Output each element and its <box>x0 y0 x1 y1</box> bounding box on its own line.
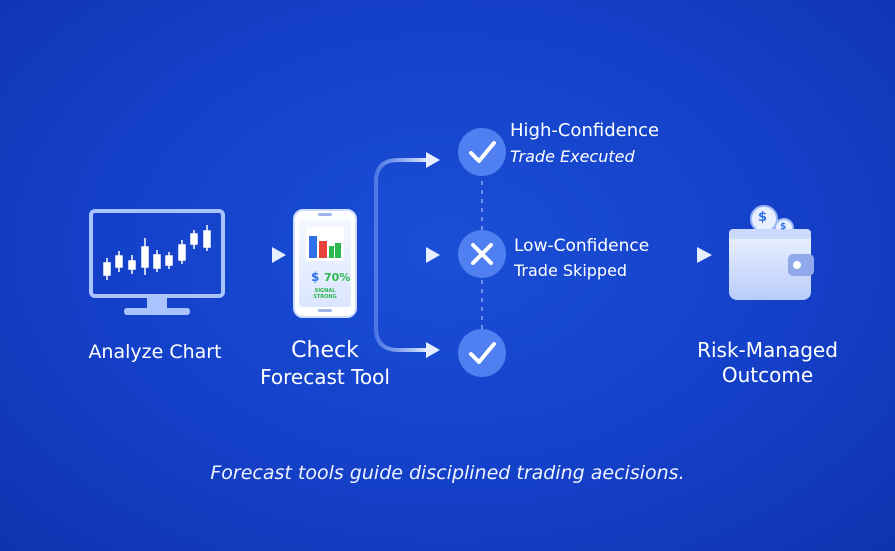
step-analyze-label: Analyze Chart <box>88 341 222 363</box>
branch-low-line1: Low-Confidence <box>514 236 650 256</box>
monitor-candlestick-icon <box>89 209 225 315</box>
branch-high-label: High-Confidence Trade Executed <box>510 117 659 170</box>
branch-arrows <box>358 158 428 352</box>
phone-subtext: SIGNAL STRONG <box>313 288 337 300</box>
x-icon <box>458 230 506 278</box>
wallet-icon <box>729 205 814 300</box>
step-outcome-line1: Risk-Managed <box>697 338 838 362</box>
step-outcome-label: Risk-Managed Outcome <box>680 338 855 388</box>
branch-low-line2: Trade Skipped <box>514 261 628 281</box>
coin-symbol-small: $ <box>780 222 787 232</box>
phone-confidence-value: 70% <box>324 271 351 284</box>
branch-high-line1: High-Confidence <box>510 120 660 141</box>
step-check-label: Check Forecast Tool <box>240 337 410 390</box>
branch-arrowheads <box>426 152 440 358</box>
arrow-to-outcome <box>640 247 712 263</box>
step-check-line1: Check <box>291 338 359 363</box>
branch-low-label: Low-Confidence Trade Skipped <box>514 233 649 284</box>
phone-currency-symbol: $ <box>311 270 320 284</box>
arrow-to-forecast <box>228 247 286 263</box>
checkmark-icon <box>458 128 506 176</box>
coin-symbol: $ <box>758 210 768 225</box>
branch-high-line2: Trade Executed <box>510 146 635 166</box>
smartphone-icon <box>293 209 357 318</box>
checkmark-icon <box>458 329 506 377</box>
step-outcome-line2: Outcome <box>721 363 814 387</box>
caption: Forecast tools guide disciplined trading… <box>210 462 685 484</box>
step-check-line2: Forecast Tool <box>260 364 390 389</box>
